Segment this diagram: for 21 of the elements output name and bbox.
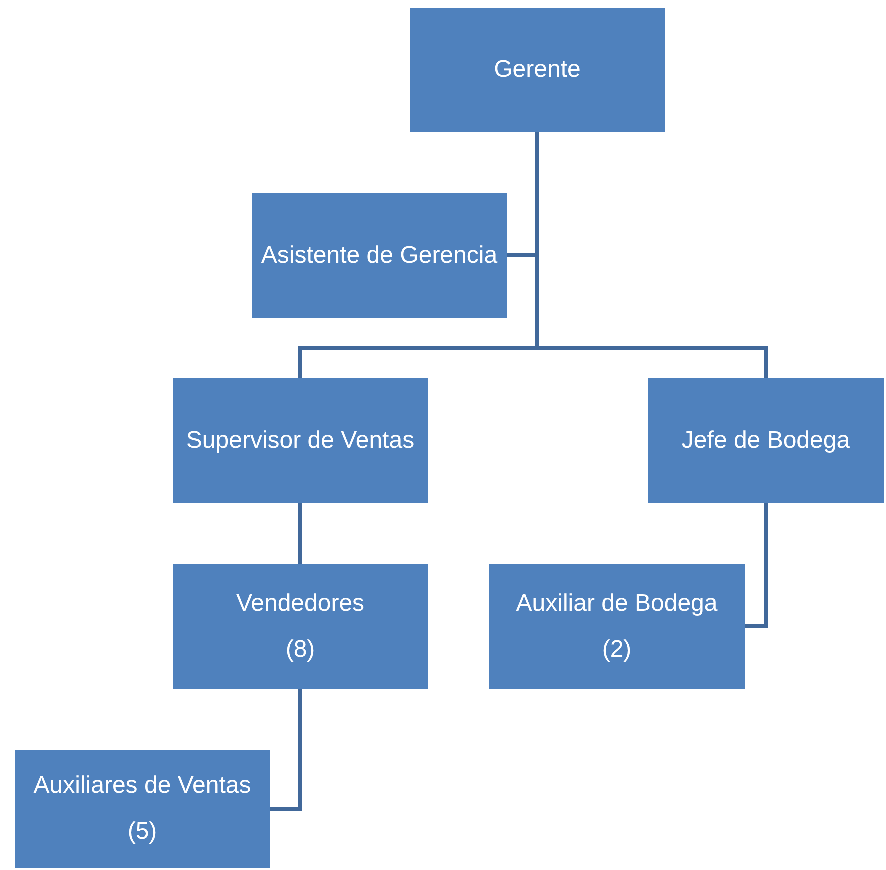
position-title: Asistente de Gerencia [261, 240, 498, 270]
position-title: (8) [286, 634, 316, 664]
position-title: (2) [602, 634, 632, 664]
position-box [173, 564, 428, 689]
position-title: Vendedores [236, 588, 365, 618]
connector-line [745, 503, 768, 628]
position-title: Gerente [494, 55, 581, 85]
position-title: Supervisor de Ventas [186, 426, 415, 456]
connector-line [298, 503, 302, 564]
connector-line [536, 132, 768, 378]
position-title: Jefe de Bodega [682, 426, 850, 456]
position-box [410, 8, 665, 132]
position-box [252, 193, 507, 318]
connector-line [270, 689, 302, 811]
position-title: Auxiliar de Bodega [516, 588, 718, 618]
position-box [15, 750, 270, 868]
position-box [648, 378, 884, 503]
position-title: (5) [128, 817, 158, 847]
position-box [173, 378, 428, 503]
position-title: Auxiliares de Ventas [34, 771, 252, 801]
position-box [489, 564, 745, 689]
